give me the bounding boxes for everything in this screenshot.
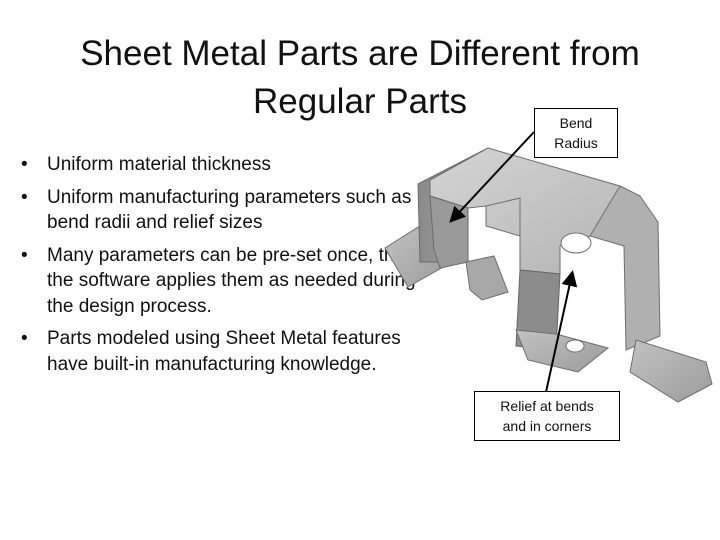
sheet-metal-part-image: [384, 147, 713, 403]
bullet-marker: •: [21, 328, 28, 349]
tab-hole: [565, 339, 585, 353]
bullet-text: Many parameters can be pre-set once, the…: [47, 244, 416, 317]
bullet-item: • Parts modeled using Sheet Metal featur…: [18, 326, 423, 377]
top-hole: [560, 232, 592, 254]
bullet-marker: •: [21, 186, 28, 208]
callout-relief-line-1: Relief at bends: [500, 398, 594, 414]
right-foot: [629, 339, 713, 403]
bullet-marker: •: [21, 244, 28, 266]
callout-relief: Relief at bends and in corners: [474, 391, 620, 441]
callout-relief-line-2: and in corners: [502, 418, 592, 434]
callout-bend-line-2: Radius: [554, 135, 598, 151]
bullet-text: Parts modeled using Sheet Metal features…: [47, 328, 401, 375]
bullet-text: Uniform material thickness: [47, 154, 271, 175]
callout-bend-line-1: Bend: [559, 115, 593, 131]
callout-bend-radius: Bend Radius: [534, 108, 618, 158]
bullet-item: • Uniform material thickness: [18, 152, 423, 178]
small-tab: [465, 255, 509, 301]
bottom-tab: [515, 329, 610, 373]
bullet-marker: •: [21, 154, 28, 175]
slide-title: Sheet Metal Parts are Different from Reg…: [20, 30, 700, 126]
slide-title-line-2: Regular Parts: [253, 82, 467, 121]
bullet-list: • Uniform material thickness • Uniform m…: [18, 152, 423, 384]
bullet-item: • Many parameters can be pre-set once, t…: [18, 243, 423, 320]
bullet-text: Uniform manufacturing parameters such as…: [47, 186, 412, 234]
slide-title-line-1: Sheet Metal Parts are Different from: [80, 34, 640, 73]
bullet-item: • Uniform manufacturing parameters such …: [18, 185, 423, 236]
